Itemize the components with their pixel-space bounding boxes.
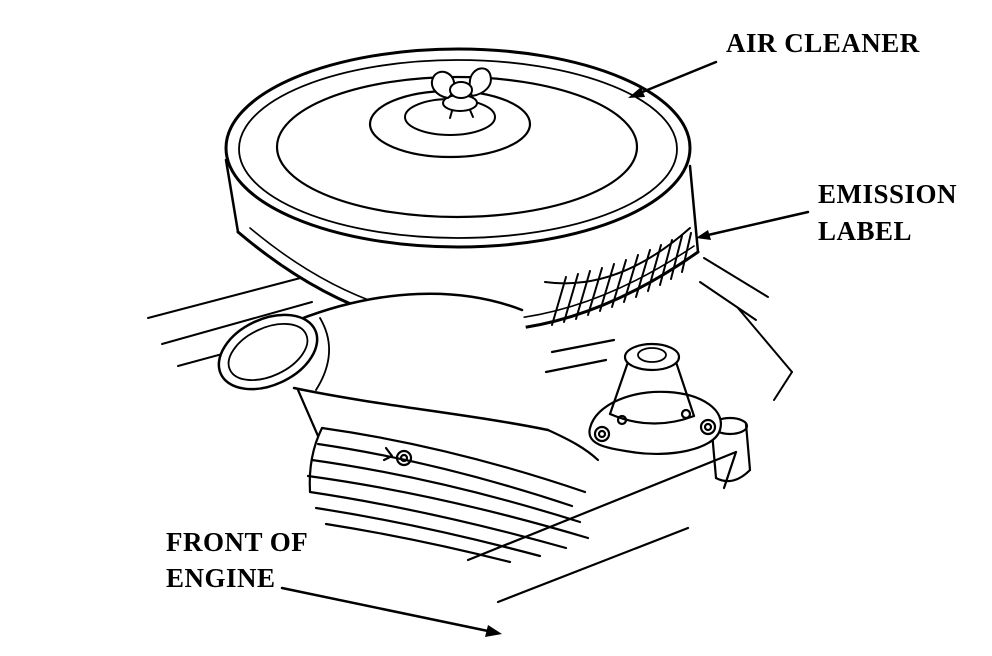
emission-label-line2: LABEL	[818, 216, 913, 246]
air-cleaner-label: AIR CLEANER	[726, 28, 920, 59]
valve-cover	[306, 426, 590, 564]
emission-label-line1: EMISSION	[818, 179, 958, 209]
wing-nut	[430, 67, 492, 119]
air-intake-snorkel	[217, 292, 550, 432]
air-cleaner-label-text: AIR CLEANER	[726, 28, 920, 58]
air-cleaner-drawing	[224, 47, 700, 333]
engine-block	[296, 338, 752, 604]
front-of-engine-label: FRONT OF ENGINE	[166, 524, 308, 596]
front-of-engine-line1: FRONT OF	[166, 527, 309, 557]
front-of-engine-line2: ENGINE	[166, 563, 276, 593]
emission-label-arrow	[696, 210, 810, 240]
emission-hatch	[544, 227, 692, 326]
front-of-engine-arrow	[280, 586, 502, 637]
air-cleaner-arrow	[628, 60, 718, 98]
emission-label-label: EMISSION LABEL	[818, 176, 957, 250]
distributor	[588, 342, 723, 455]
